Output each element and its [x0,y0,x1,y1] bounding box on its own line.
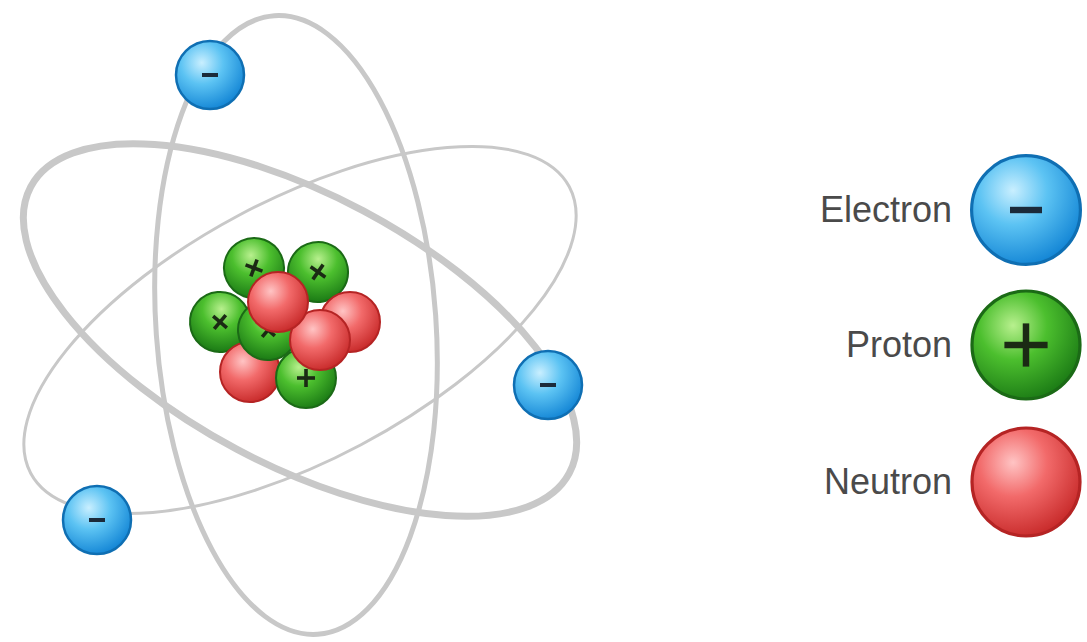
orbit [0,6,633,642]
electron-particle [63,41,582,554]
legend-label: Neutron [824,462,952,502]
legend-sample [972,156,1081,536]
nucleus [178,230,380,408]
legend-label: Proton [846,325,952,365]
legend-label: Electron [820,190,952,230]
